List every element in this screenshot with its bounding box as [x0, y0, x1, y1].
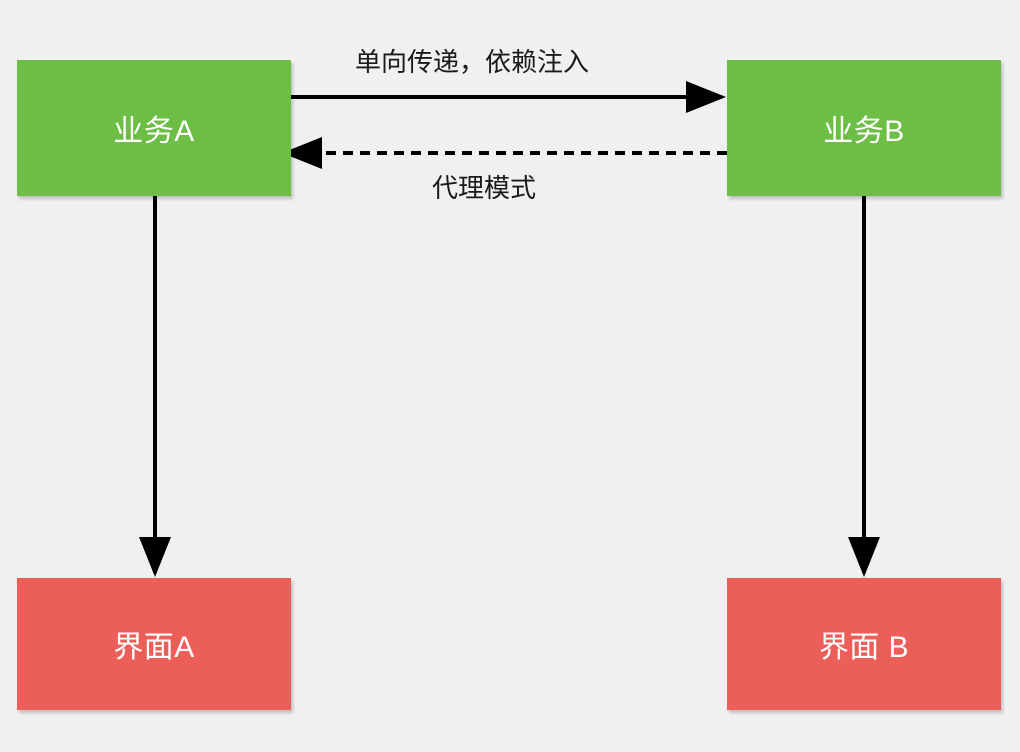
edge-label-proxy-pattern: 代理模式	[432, 173, 537, 203]
node-ui-b-label: 界面 B	[818, 631, 910, 664]
node-ui-a-label: 界面A	[113, 631, 195, 664]
node-business-a-label: 业务A	[113, 115, 195, 148]
node-business-a[interactable]: 业务A	[17, 60, 291, 196]
edge-label-dependency-injection: 单向传递，依赖注入	[355, 47, 590, 77]
node-business-b[interactable]: 业务B	[727, 60, 1001, 196]
node-ui-b[interactable]: 界面 B	[727, 578, 1001, 710]
node-business-b-label: 业务B	[823, 115, 905, 148]
node-ui-a[interactable]: 界面A	[17, 578, 291, 710]
